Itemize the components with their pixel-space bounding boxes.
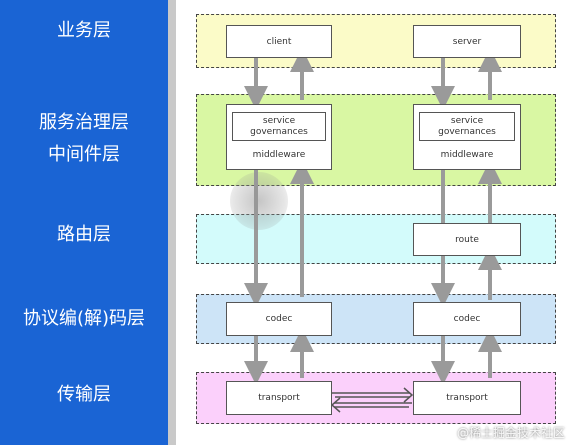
- client-box: client: [226, 25, 332, 58]
- layer-label-middleware: 中间件层: [48, 144, 120, 165]
- server-label: server: [452, 36, 482, 47]
- layer-label-protocol-codec: 协议编(解)码层: [22, 308, 146, 329]
- transport-link-arrows: [330, 387, 414, 413]
- left-codec-label: codec: [265, 314, 293, 324]
- right-codec-box: codec: [413, 302, 521, 336]
- right-service-governance-line2: governances: [438, 126, 496, 137]
- right-middleware-label: middleware: [440, 150, 494, 160]
- route-box: route: [413, 223, 521, 256]
- client-label: client: [266, 36, 292, 47]
- layer-label-routing: 路由层: [57, 224, 111, 245]
- right-service-governance-box: service governances: [419, 112, 515, 141]
- layer-sidebar: 业务层 服务治理层 中间件层 路由层 协议编(解)码层 传输层: [0, 0, 168, 445]
- left-middleware-label: middleware: [252, 150, 306, 160]
- server-box: server: [413, 25, 521, 58]
- sidebar-divider: [168, 0, 176, 445]
- left-service-governance-box: service governances: [232, 112, 326, 141]
- watermark: @稀土掘金技术社区: [456, 426, 565, 440]
- right-service-governance-line1: service: [450, 115, 484, 126]
- right-middleware-box: service governances middleware: [413, 104, 521, 170]
- left-service-governance-line1: service: [262, 115, 296, 126]
- right-codec-label: codec: [453, 314, 481, 324]
- layer-label-business: 业务层: [57, 20, 111, 41]
- left-codec-box: codec: [226, 302, 332, 336]
- left-transport-box: transport: [226, 381, 332, 415]
- cursor-highlight: [230, 172, 288, 230]
- route-label: route: [455, 234, 479, 245]
- left-service-governance-line2: governances: [250, 126, 308, 137]
- layer-label-transport: 传输层: [57, 384, 111, 405]
- left-transport-label: transport: [258, 393, 300, 403]
- right-transport-label: transport: [446, 393, 488, 403]
- layer-label-service-governance: 服务治理层: [39, 112, 129, 133]
- right-transport-box: transport: [413, 381, 521, 415]
- left-middleware-box: service governances middleware: [226, 104, 332, 170]
